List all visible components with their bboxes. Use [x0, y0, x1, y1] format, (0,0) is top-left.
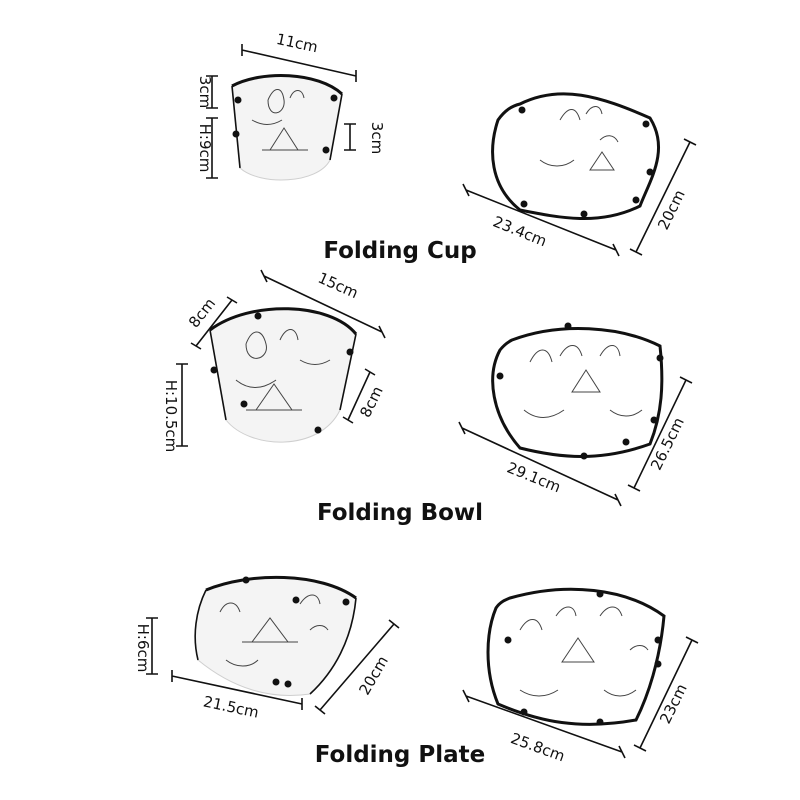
folding-bowl-title: Folding Bowl: [317, 500, 483, 526]
cup-side-height-a-label: 3cm: [196, 76, 214, 108]
bowl-height-label: H:10.5cm: [162, 380, 180, 453]
flat-bowl-width-label: 29.1cm: [504, 458, 563, 496]
cup-top-width-label: 11cm: [275, 30, 320, 56]
bowl-side-height-b-label: 8cm: [356, 383, 386, 420]
flat-cup-width-label: 23.4cm: [490, 212, 549, 250]
bowl-top-width-label: 15cm: [315, 269, 361, 303]
cup-height-label: H:9cm: [196, 124, 214, 173]
flat-bowl: [491, 322, 664, 460]
folded-bowl: [209, 307, 358, 443]
cup-dimension-lines: [206, 44, 357, 179]
folded-plate: [194, 575, 357, 697]
folding-cup-title: Folding Cup: [323, 238, 476, 264]
plate-depth-label: 20cm: [355, 653, 392, 698]
plate-dimension-lines: [146, 617, 400, 715]
flat-cup-depth-label: 20cm: [654, 187, 689, 233]
folding-plate-title: Folding Plate: [315, 742, 486, 768]
flat-cup: [491, 92, 660, 220]
cup-side-height-b-label: 3cm: [368, 122, 386, 154]
folded-cup: [231, 74, 344, 181]
plate-height-label: H:6cm: [134, 624, 152, 673]
bowl-dimension-lines: [176, 269, 386, 447]
plate-width-label: 21.5cm: [202, 692, 261, 721]
flat-bowl-dimension-lines: [458, 376, 693, 507]
flat-cup-dimension-lines: [462, 138, 697, 257]
flat-plate-dimension-lines: [462, 636, 699, 759]
flat-plate-width-label: 25.8cm: [508, 729, 567, 765]
flat-plate: [486, 587, 666, 726]
